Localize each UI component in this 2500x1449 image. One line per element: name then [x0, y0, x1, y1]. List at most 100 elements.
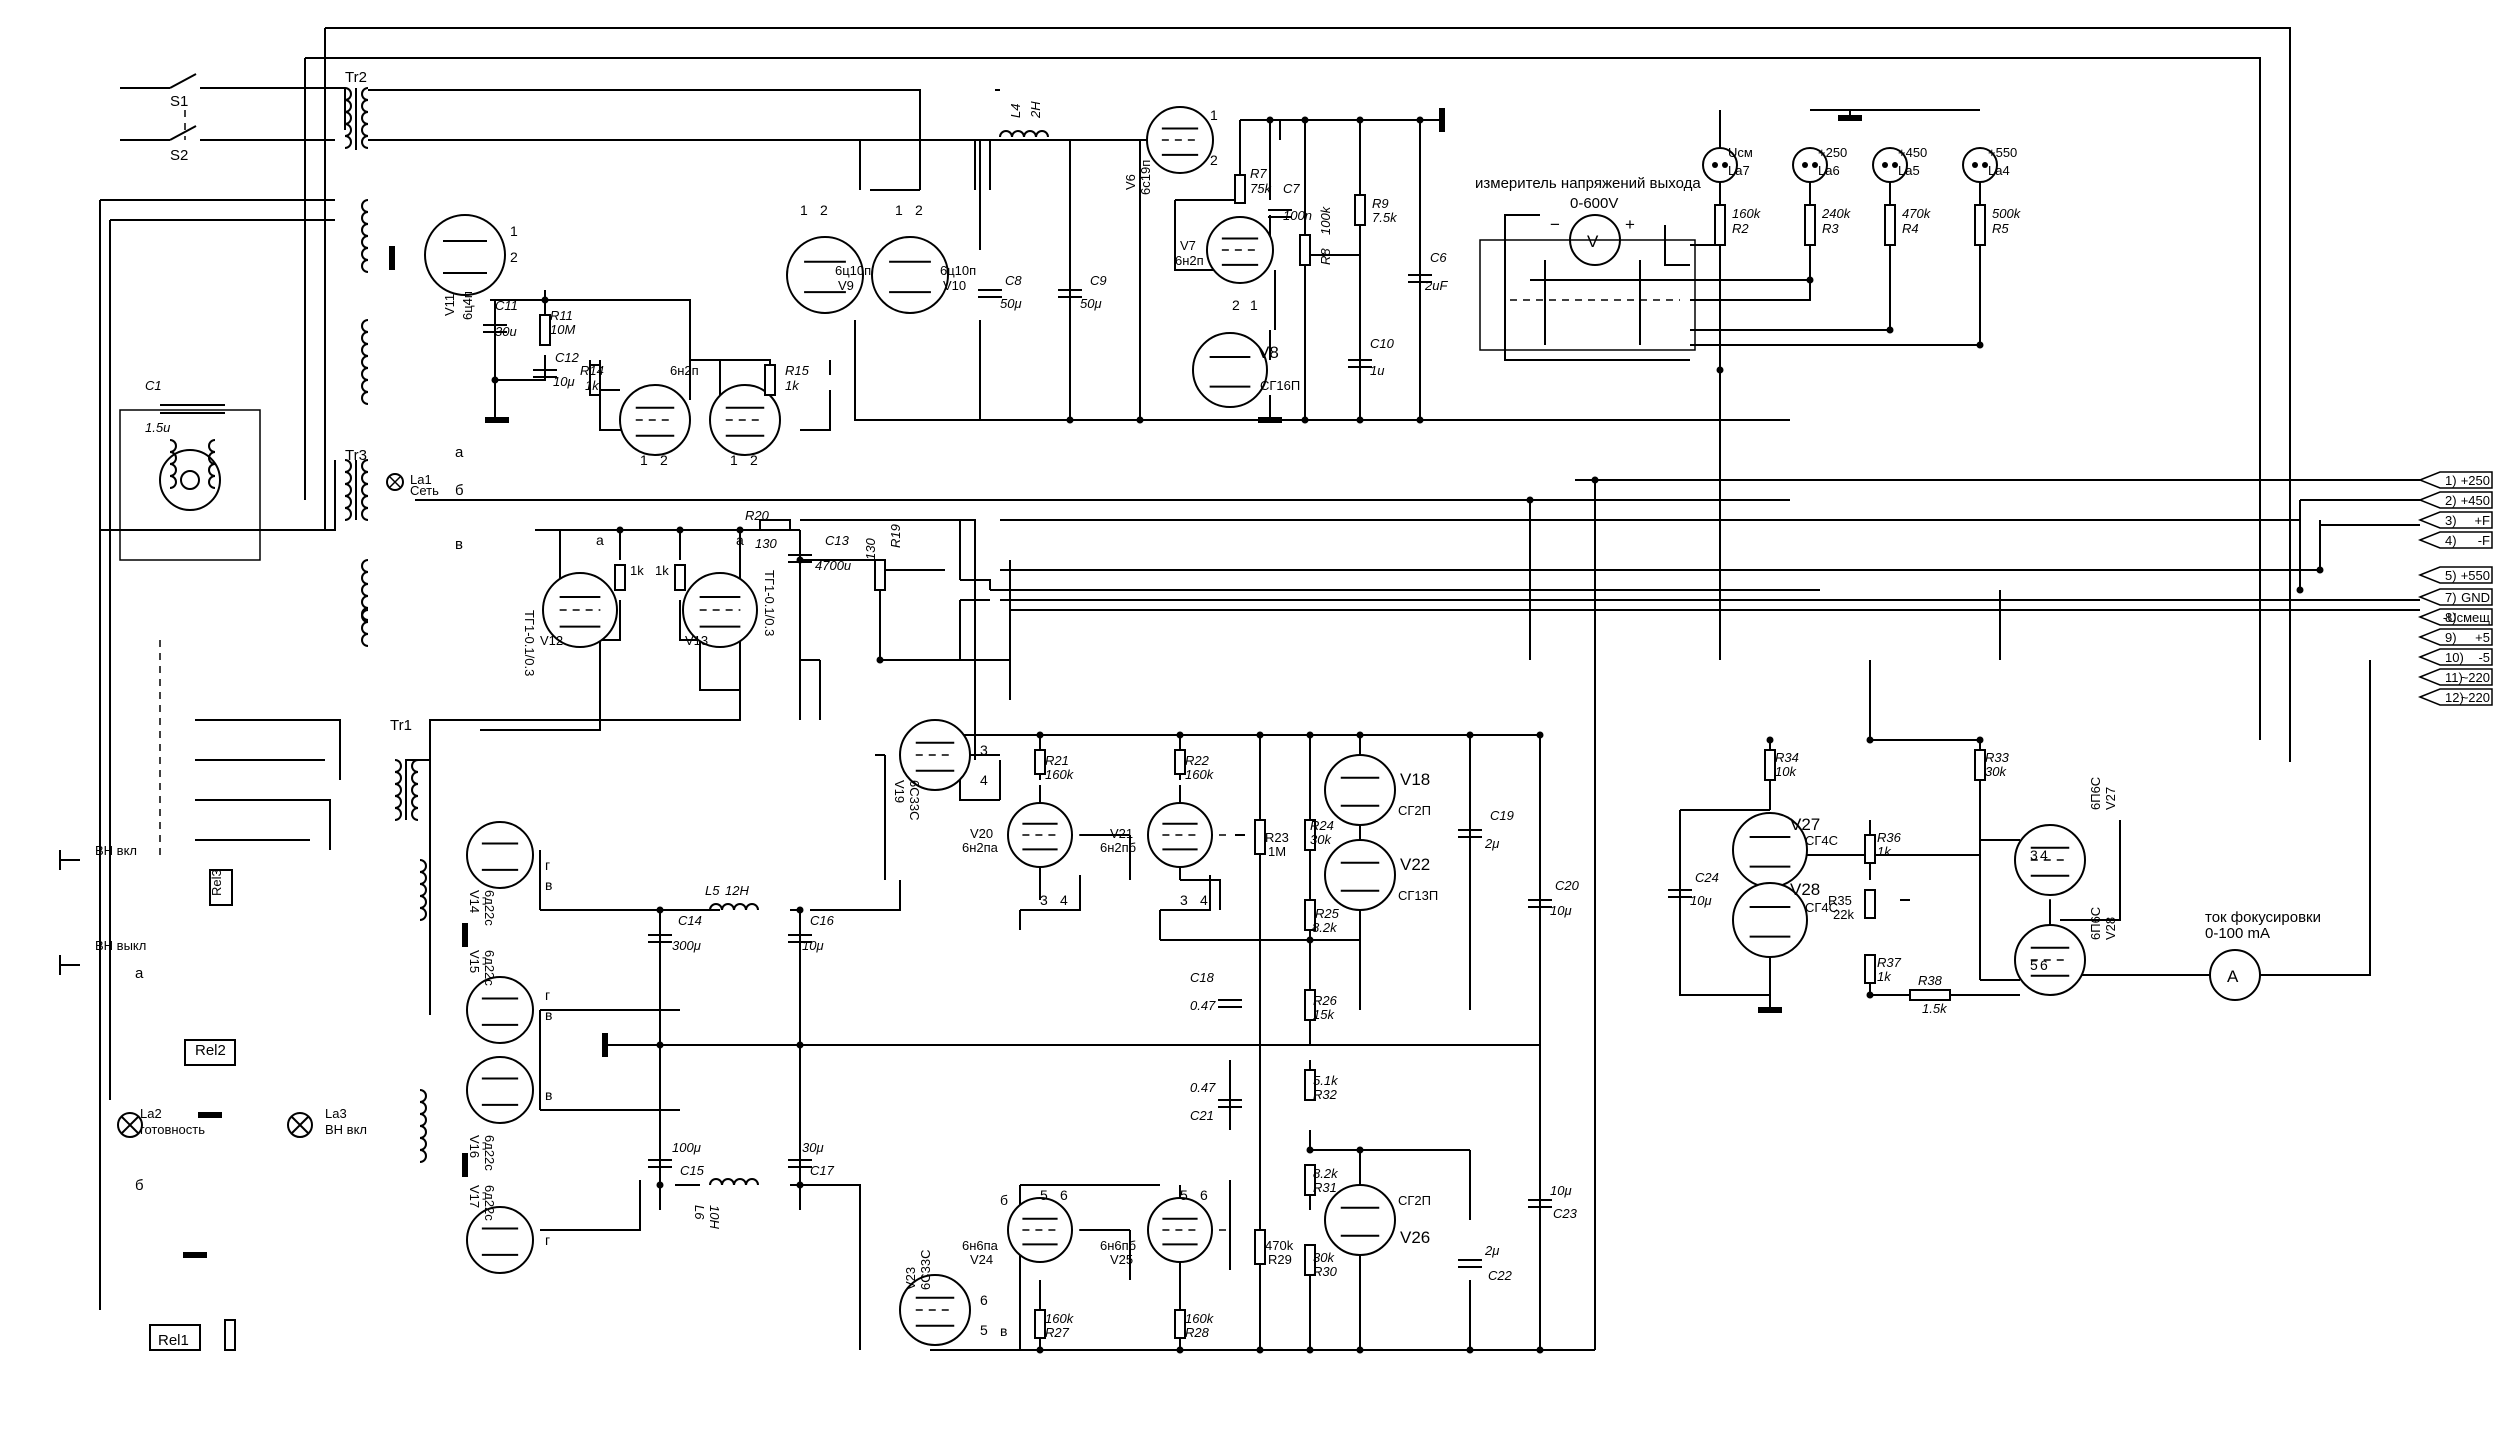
la3-label: La3	[325, 1106, 347, 1121]
v19-symbol	[899, 719, 971, 791]
c15-value: 100μ	[672, 1140, 701, 1155]
tube-pin-label: 4	[980, 772, 988, 788]
v18-envelope	[1324, 754, 1396, 826]
connector-pin-label-1: +250	[2461, 473, 2490, 488]
connector-pin-1	[2417, 471, 2493, 489]
junction-dot	[1866, 736, 1874, 744]
c20-name: C20	[1555, 878, 1580, 893]
tube-pin-label: 1	[800, 202, 808, 218]
r35-value: 22k	[1833, 907, 1854, 922]
connector-pin-number-10: 11)	[2445, 670, 2463, 685]
lamp-resistor-value-2: 470k	[1902, 206, 1932, 221]
tr2-secondary	[361, 87, 369, 149]
connector-pin-number-6: 7)	[2445, 590, 2457, 605]
v11-ground	[389, 246, 395, 270]
v14-name: V14	[467, 890, 482, 913]
connector-pin-4	[2417, 531, 2493, 549]
l6-value: 10H	[707, 1205, 722, 1229]
fan-hub	[180, 470, 200, 490]
rel2-coil	[184, 1039, 236, 1066]
junction-dot	[1306, 1346, 1314, 1354]
r31-name: R31	[1313, 1180, 1337, 1195]
tube-pin-label: 5	[2030, 957, 2038, 973]
v11-name: V11	[442, 294, 457, 316]
mechanical-links	[109, 110, 2051, 1231]
c14-name: C14	[678, 913, 702, 928]
v26-envelope	[1324, 1184, 1396, 1256]
v15-pin-v: в	[545, 1007, 552, 1023]
junction-dot	[1036, 1346, 1044, 1354]
r36-body	[1864, 834, 1876, 864]
c18-name: C18	[1190, 970, 1215, 985]
la3-desc: ВН вкл	[325, 1122, 367, 1137]
junction-dot	[616, 526, 624, 534]
r34-value: 10k	[1775, 764, 1797, 779]
c7-name: C7	[1283, 181, 1300, 196]
lamp-top-label-1: +250	[1818, 145, 1847, 160]
tube-pin-label: 5	[1040, 1187, 1048, 1203]
v9-symbol	[786, 236, 864, 314]
r32-body	[1304, 1069, 1316, 1101]
hv-off-pushbutton	[59, 955, 80, 975]
r21-value: 160k	[1045, 767, 1075, 782]
output-connector: 1)+2502)+4503)+F4)-F5)+5507)GND8)-Uсмещ9…	[2417, 471, 2493, 706]
junction-dot	[656, 1181, 664, 1189]
tube-pin-label: 1	[895, 202, 903, 218]
v24-type: 6н6па	[962, 1238, 999, 1253]
r22-name: R22	[1185, 753, 1210, 768]
tube-pin-label: 1	[1250, 297, 1258, 313]
v-mid-a-symbol	[619, 384, 691, 456]
junction-dot	[1356, 1146, 1364, 1154]
c7-symbol	[1268, 209, 1292, 218]
c22-symbol	[1458, 1259, 1482, 1268]
c21-value: 0.47	[1190, 1080, 1216, 1095]
v22-type: СГ13П	[1398, 888, 1438, 903]
la1-label: La1	[410, 472, 432, 487]
r34-name: R34	[1775, 750, 1799, 765]
rel3-label: Rel3	[209, 869, 224, 896]
junction-dot	[1176, 731, 1184, 739]
c15-name: C15	[680, 1163, 705, 1178]
r11-name: R11	[550, 308, 573, 323]
connector-pin-number-9: 10)	[2445, 650, 2464, 665]
l4-coil	[999, 130, 1049, 138]
v20-type: 6н2па	[962, 840, 999, 855]
r19-value: 130	[863, 538, 878, 560]
v14-ground	[462, 923, 468, 947]
r31-body	[1304, 1164, 1316, 1196]
junction-dot	[1356, 416, 1364, 424]
c14-symbol	[648, 934, 672, 943]
junction-dot	[1466, 731, 1474, 739]
junction-dot	[1526, 496, 1534, 504]
letter-b-1: б	[455, 482, 464, 499]
c19-symbol	[1458, 829, 1482, 838]
tube-pin-label: 1	[730, 452, 738, 468]
l5-coil	[709, 903, 759, 911]
r29-value: 470k	[1265, 1238, 1294, 1253]
v21-type: 6н2пб	[1100, 840, 1136, 855]
r28-body	[1174, 1309, 1186, 1339]
tr1-label: Tr1	[390, 717, 412, 734]
la2-desc: готовность	[140, 1122, 205, 1137]
v12-pin-a: а	[596, 532, 604, 548]
c18-symbol	[1218, 999, 1242, 1008]
la5-lamp	[1872, 147, 1908, 183]
rail-ground-mid	[602, 1033, 608, 1057]
la4-lamp	[1962, 147, 1998, 183]
v28-envelope	[1732, 882, 1808, 958]
c8-name: C8	[1005, 273, 1022, 288]
v-lower-pin-b: б	[1000, 1192, 1008, 1208]
v23-type: 6С33С	[918, 1250, 933, 1290]
r9-name: R9	[1372, 196, 1389, 211]
la6-lamp	[1792, 147, 1828, 183]
r29-body	[1254, 1229, 1266, 1265]
r7-value: 75k	[1250, 181, 1272, 196]
r28-value: 160k	[1185, 1311, 1215, 1326]
connector-pin-number-8: 9)	[2445, 630, 2457, 645]
r27-value: 160k	[1045, 1311, 1075, 1326]
v16-ground	[462, 1153, 468, 1177]
r9-body	[1354, 194, 1366, 226]
focus-meter-title: ток фокусировки	[2205, 909, 2321, 926]
r24-name: R24	[1310, 818, 1334, 833]
